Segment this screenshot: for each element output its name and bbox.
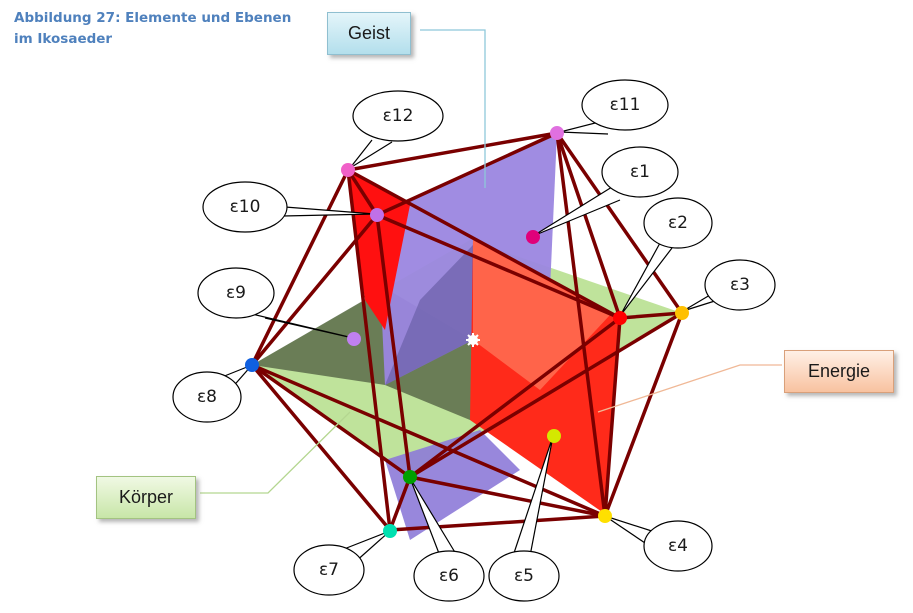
callout-e6-bubble bbox=[413, 550, 485, 602]
point-e8 bbox=[245, 358, 259, 372]
callouts bbox=[172, 79, 776, 602]
callout-e11-bubble bbox=[581, 79, 669, 131]
callout-e7-bubble bbox=[293, 544, 365, 596]
label-box-koerper: Körper bbox=[96, 476, 196, 519]
callout-e4-bubble bbox=[643, 520, 713, 572]
vertex-points bbox=[245, 126, 689, 538]
callout-e2-bubble bbox=[643, 197, 713, 249]
point-e9 bbox=[347, 332, 361, 346]
caption-line-2: im Ikosaeder bbox=[14, 31, 113, 47]
label-box-energie: Energie bbox=[784, 350, 894, 393]
callout-e5-bubble bbox=[488, 550, 560, 602]
label-connectors bbox=[200, 29, 782, 494]
label-e1: ε1 bbox=[630, 162, 650, 182]
label-box-geist: Geist bbox=[327, 12, 411, 55]
plane-energie-light bbox=[473, 240, 610, 390]
figure-caption: Abbildung 27: Elemente und Ebenen im Iko… bbox=[14, 8, 314, 50]
point-e12 bbox=[341, 163, 355, 177]
label-e8: ε8 bbox=[197, 387, 217, 407]
callout-e8-bubble bbox=[172, 371, 242, 423]
callout-e3-bubble bbox=[704, 259, 776, 311]
caption-line-1: Abbildung 27: Elemente und Ebenen bbox=[14, 10, 292, 26]
label-e10: ε10 bbox=[230, 197, 261, 217]
point-e6 bbox=[403, 470, 417, 484]
center-star-icon bbox=[466, 333, 480, 347]
label-e6: ε6 bbox=[439, 566, 459, 586]
label-e5: ε5 bbox=[514, 566, 534, 586]
point-e3 bbox=[675, 306, 689, 320]
label-e7: ε7 bbox=[319, 560, 339, 580]
callout-e10-bubble bbox=[202, 181, 288, 233]
label-e4: ε4 bbox=[668, 536, 688, 556]
callout-e1-bubble bbox=[601, 146, 679, 198]
point-e1 bbox=[526, 230, 540, 244]
point-e7 bbox=[383, 524, 397, 538]
label-e12: ε12 bbox=[383, 106, 414, 126]
point-e2 bbox=[613, 311, 627, 325]
plane-geist-shadow bbox=[385, 245, 473, 385]
callout-e9-bubble bbox=[197, 267, 275, 319]
icosahedron-edges bbox=[250, 131, 684, 532]
point-e11 bbox=[550, 126, 564, 140]
point-e10 bbox=[370, 208, 384, 222]
point-e5 bbox=[547, 429, 561, 443]
callout-e12-bubble bbox=[352, 90, 444, 142]
label-e2: ε2 bbox=[668, 213, 688, 233]
point-e4 bbox=[598, 509, 612, 523]
label-e11: ε11 bbox=[610, 95, 641, 115]
label-e9: ε9 bbox=[226, 283, 246, 303]
label-e3: ε3 bbox=[730, 275, 750, 295]
